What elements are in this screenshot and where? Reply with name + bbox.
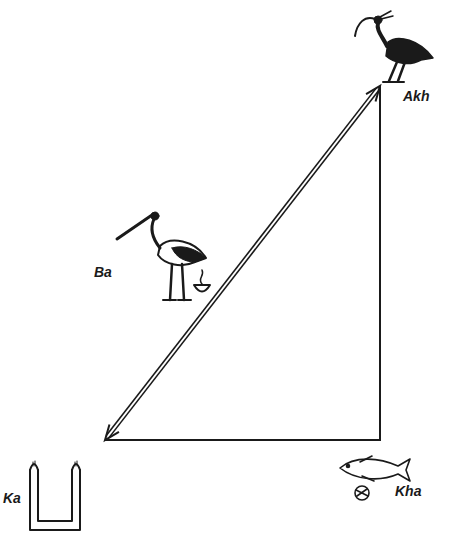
kha-node: Kha	[335, 450, 445, 505]
arrow-shaft-gap	[107, 89, 377, 437]
ba-node: Ba	[90, 200, 215, 305]
arrow-head	[105, 424, 119, 440]
triangle-line	[105, 86, 380, 440]
ba-bird-glyph	[117, 212, 210, 300]
connector	[105, 86, 380, 440]
connector	[105, 86, 380, 440]
arrow-shaft	[107, 89, 377, 437]
soul-label: Ba	[94, 264, 112, 281]
arrow-head	[366, 86, 380, 102]
ka-arms-glyph	[30, 461, 80, 530]
akh-ibis-glyph	[355, 11, 433, 82]
soul-label: Ka	[3, 490, 21, 507]
soul-label: Akh	[403, 88, 429, 105]
akh-node: Akh	[383, 2, 450, 112]
soul-label: Kha	[395, 483, 421, 500]
ka-node: Ka	[0, 448, 100, 540]
